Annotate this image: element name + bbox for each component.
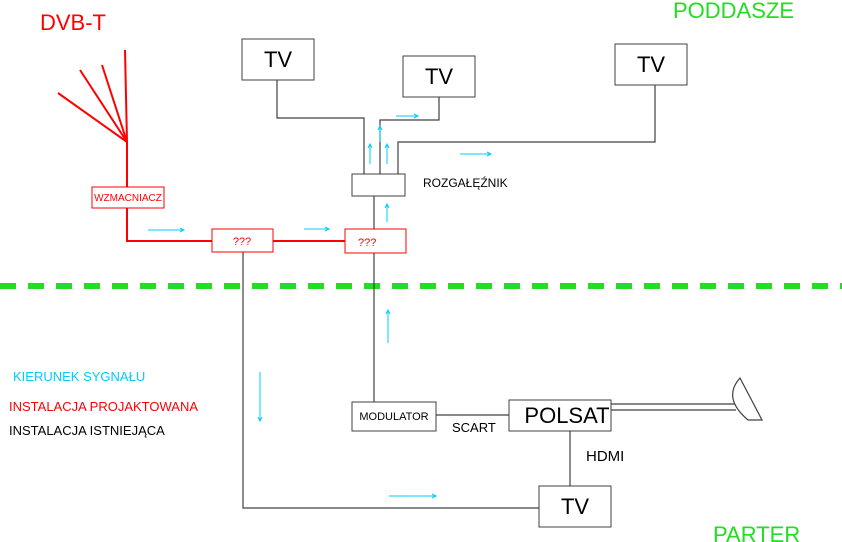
floor-label-parter: PARTER [713, 522, 800, 542]
tv-top-mid-box [402, 55, 476, 98]
hdmi-label: HDMI [586, 448, 624, 465]
floor-label-poddasze: PODDASZE [673, 0, 794, 23]
signal-arrow [304, 226, 331, 232]
existing-wiring [242, 80, 736, 509]
legend-signal-direction: KIERUNEK SYGNAŁU [13, 369, 145, 384]
tv-bottom-box [538, 485, 612, 528]
planned-wiring [57, 49, 345, 242]
unknown-label-right: ??? [358, 237, 376, 249]
tv-top-right-label: TV [637, 52, 665, 77]
signal-arrow [384, 142, 390, 164]
signal-arrow [384, 202, 390, 222]
splitter-box [351, 173, 406, 197]
tv-top-left-box [241, 38, 315, 81]
splitter-label: ROZGAŁĘŹNIK [423, 175, 508, 190]
unknown-box-left [211, 228, 274, 253]
dvbt-label: DVB-T [40, 10, 106, 35]
signal-arrow [389, 493, 438, 499]
scart-label: SCART [452, 420, 496, 435]
signal-arrow [257, 372, 263, 423]
legend-planned: INSTALACJA PROJAKTOWANA [9, 399, 198, 414]
modulator-label: MODULATOR [359, 411, 428, 423]
signal-arrow [148, 227, 186, 233]
tv-top-right-box [614, 43, 688, 86]
tv-bottom-label: TV [561, 494, 589, 519]
unknown-box-right [344, 228, 407, 254]
tv-top-left-label: TV [264, 47, 292, 72]
signal-arrows [148, 113, 493, 499]
polsat-label: POLSAT [524, 403, 609, 428]
signal-arrow [460, 151, 493, 157]
legend-existing: INSTALACJA ISTNIEJĄCA [9, 423, 165, 438]
polsat-box [508, 399, 612, 432]
amplifier-label: WZMACNIACZ [94, 193, 162, 204]
signal-arrow [385, 308, 391, 343]
tv-top-mid-label: TV [425, 64, 453, 89]
amplifier-box [91, 186, 165, 209]
unknown-label-left: ??? [233, 236, 251, 248]
signal-arrow [377, 124, 383, 142]
satellite-dish-icon [732, 376, 763, 421]
signal-arrow [367, 142, 373, 164]
signal-arrow [396, 113, 420, 119]
modulator-box [351, 401, 437, 432]
